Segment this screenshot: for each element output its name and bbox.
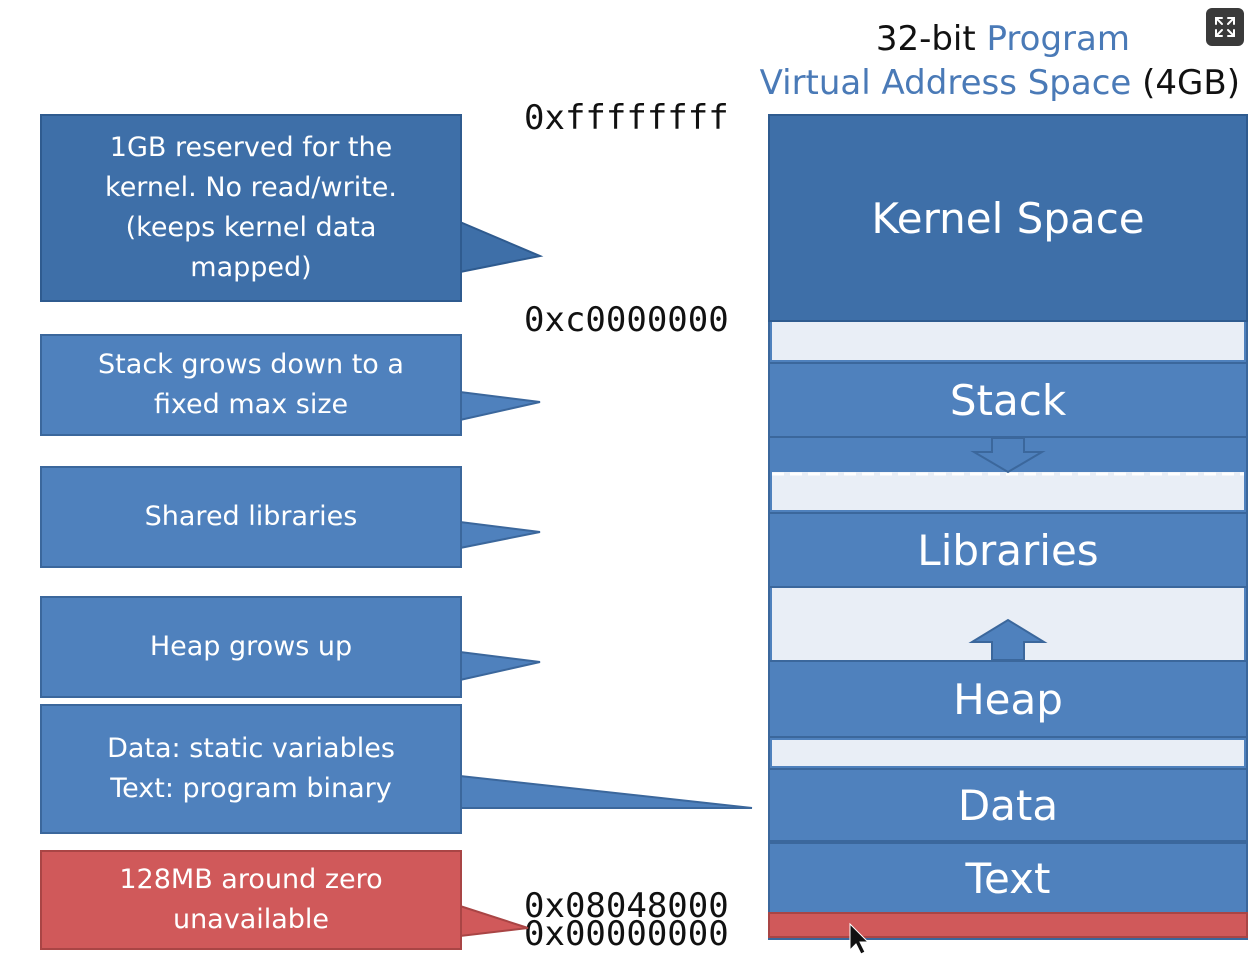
free-gap-1 [772,322,1244,360]
callout-stack-line1: Stack grows down to a [98,349,404,380]
title-part1: 32-bit [875,19,976,59]
stack-down-arrow-icon [970,437,1046,474]
mouse-pointer-icon [849,922,870,955]
address-text-start: 0x08048000 [524,886,729,926]
segment-text-label: Text [965,853,1051,903]
callout-data-text: Data: static variables Text: program bin… [40,704,462,834]
free-gap-4 [772,740,1244,766]
callout-kernel: 1GB reserved for the kernel. No read/wri… [40,114,462,302]
expand-button[interactable] [1206,8,1244,46]
address-zero: 0x00000000 [524,914,729,954]
callout-kernel-line3: (keeps kernel data [125,212,377,243]
address-kernel-start: 0xc0000000 [524,300,729,340]
callout-data-text-line2: Text: program binary [110,773,392,804]
segment-stack-label: Stack [949,375,1067,425]
unavailable-strip [768,912,1248,938]
segment-data-label: Data [957,780,1059,830]
callout-null: 128MB around zero unavailable [40,850,462,950]
segment-heap-label: Heap [953,674,1063,724]
title-part3: Virtual Address Space [759,63,1132,103]
title-part2: Program [986,19,1130,59]
segment-stack: Stack [768,362,1248,438]
address-top: 0xffffffff [524,98,729,138]
callout-kernel-line2: kernel. No read/write. [105,172,397,203]
callout-stack: Stack grows down to a fixed max size [40,334,462,436]
segment-data: Data [768,768,1248,842]
diagram-title: 32-bit Program [876,16,1130,62]
heap-up-arrow-icon [968,618,1048,661]
callout-libraries-line1: Shared libraries [144,501,358,532]
diagram-subtitle: Virtual Address Space (4GB) [760,60,1240,106]
callout-libraries: Shared libraries [40,466,462,568]
callout-null-line1: 128MB around zero [119,864,383,895]
callout-heap: Heap grows up [40,596,462,698]
callout-null-line2: unavailable [172,904,330,935]
callout-kernel-line4: mapped) [190,252,312,283]
callout-kernel-line1: 1GB reserved for the [109,132,393,163]
callout-stack-line2: fixed max size [153,389,349,420]
expand-icon [1215,17,1235,37]
callout-heap-line1: Heap grows up [149,631,353,662]
free-gap-2 [772,472,1244,510]
segment-text: Text [768,842,1248,914]
segment-kernel-label: Kernel Space [871,193,1145,243]
callout-data-text-line1: Data: static variables [107,733,395,764]
title-part4: (4GB) [1142,63,1240,103]
segment-libraries: Libraries [768,512,1248,588]
segment-kernel-space: Kernel Space [768,114,1248,322]
segment-libraries-label: Libraries [917,525,1099,575]
